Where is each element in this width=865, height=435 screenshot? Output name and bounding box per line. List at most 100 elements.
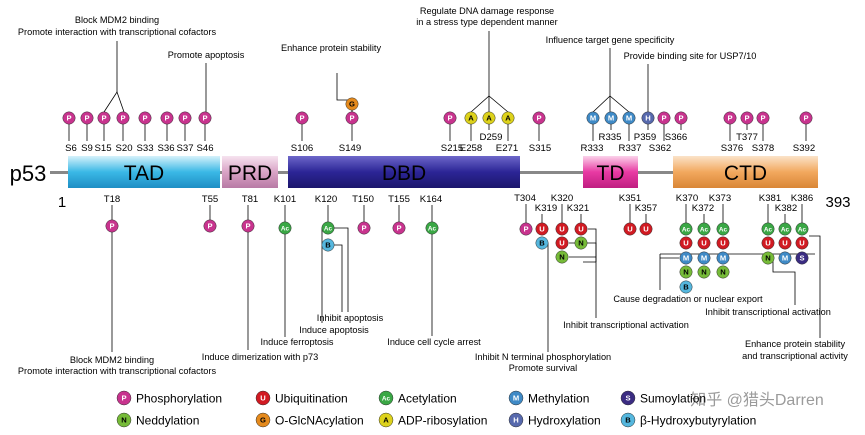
ptm-marker-p: P — [198, 111, 212, 125]
ptm-marker-b: B — [535, 236, 549, 250]
svg-text:Ac: Ac — [700, 227, 709, 234]
ptm-marker-s: S — [795, 251, 809, 265]
site-label-k120: K120 — [315, 194, 337, 205]
svg-text:B: B — [539, 239, 545, 248]
svg-text:U: U — [701, 239, 707, 248]
ptm-marker-u: U — [255, 390, 271, 406]
svg-text:U: U — [559, 239, 565, 248]
svg-text:P: P — [202, 114, 207, 123]
site-label-s15: S15 — [94, 143, 111, 154]
svg-text:P: P — [396, 224, 401, 233]
legend-item-methylation: M Methylation — [508, 390, 589, 406]
svg-text:Ac: Ac — [324, 226, 333, 233]
site-label-s362: S362 — [649, 143, 671, 154]
ptm-marker-p: P — [138, 111, 152, 125]
ptm-marker-a: A — [482, 111, 496, 125]
connector-line — [772, 258, 796, 305]
annotation-dimerization-p73: Induce dimerization with p73 — [202, 352, 318, 362]
svg-text:M: M — [683, 254, 689, 263]
connector-line — [592, 95, 630, 113]
svg-text:P: P — [349, 114, 354, 123]
connector-line — [334, 244, 343, 312]
site-label-k351: K351 — [619, 193, 641, 204]
site-label-r337: R337 — [619, 143, 642, 154]
svg-text:A: A — [383, 416, 389, 425]
ptm-marker-u: U — [535, 222, 549, 236]
svg-text:N: N — [765, 254, 770, 263]
domain-label: TD — [597, 162, 625, 185]
annotation-induce-ferroptosis: Induce ferroptosis — [260, 337, 333, 347]
ptm-marker-m: M — [508, 390, 524, 406]
svg-text:P: P — [66, 114, 71, 123]
svg-text:Ac: Ac — [281, 226, 290, 233]
site-label-p359: P359 — [634, 132, 656, 143]
svg-text:U: U — [627, 225, 633, 234]
svg-text:U: U — [683, 239, 689, 248]
svg-text:P: P — [661, 114, 666, 123]
legend-label: Phosphorylation — [136, 392, 222, 406]
site-label-s366: S366 — [665, 132, 687, 143]
svg-text:M: M — [626, 114, 632, 123]
ptm-marker-s: S — [620, 390, 636, 406]
domain-prd: PRD — [222, 156, 278, 188]
ptm-marker-ac: Ac — [761, 222, 775, 236]
svg-text:N: N — [559, 253, 564, 262]
domain-dbd: DBD — [288, 156, 520, 188]
ptm-marker-u: U — [697, 236, 711, 250]
svg-text:P: P — [101, 114, 106, 123]
domain-tad: TAD — [68, 156, 220, 188]
ptm-marker-p: P — [345, 111, 359, 125]
domain-label: TAD — [124, 162, 164, 185]
ptm-marker-p: P — [657, 111, 671, 125]
connector-line — [583, 261, 597, 318]
ptm-marker-ac: Ac — [697, 222, 711, 236]
legend-label: Methylation — [528, 392, 589, 406]
ptm-marker-a: A — [464, 111, 478, 125]
connector-line — [809, 235, 821, 338]
ptm-marker-p: P — [80, 111, 94, 125]
ptm-marker-p: P — [160, 111, 174, 125]
site-label-t377: T377 — [736, 132, 758, 143]
svg-text:M: M — [782, 254, 788, 263]
annotation-inhibit-apoptosis: Inhibit apoptosis — [317, 313, 384, 323]
svg-text:Ac: Ac — [719, 227, 728, 234]
annotation-transcriptional-activity: and transcriptional activity — [742, 351, 848, 361]
annotation-inhibit-transcription-1: Inhibit transcriptional activation — [563, 320, 689, 330]
ptm-marker-p: P — [723, 111, 737, 125]
site-label-t81: T81 — [242, 194, 259, 205]
ptm-marker-p: P — [62, 111, 76, 125]
svg-text:P: P — [447, 114, 452, 123]
svg-text:N: N — [683, 268, 688, 277]
site-label-s46: S46 — [196, 143, 213, 154]
site-label-s36: S36 — [157, 143, 174, 154]
range-start: 1 — [58, 194, 66, 211]
svg-text:P: P — [182, 114, 187, 123]
annotation-dna-damage: Regulate DNA damage response — [420, 6, 554, 16]
svg-text:P: P — [803, 114, 808, 123]
svg-text:P: P — [678, 114, 683, 123]
svg-text:Ac: Ac — [764, 227, 773, 234]
ptm-marker-p: P — [178, 111, 192, 125]
domain-td: TD — [583, 156, 638, 188]
ptm-marker-u: U — [761, 236, 775, 250]
svg-text:Ac: Ac — [682, 227, 691, 234]
ptm-marker-p: P — [443, 111, 457, 125]
annotation-block-mdm2-top: Block MDM2 binding — [75, 15, 159, 25]
svg-text:U: U — [643, 225, 649, 234]
domain-ctd: CTD — [673, 156, 818, 188]
ptm-marker-p: P — [799, 111, 813, 125]
annotation-promote-apoptosis: Promote apoptosis — [168, 50, 245, 60]
annotation-enhance-stability: Enhance protein stability — [281, 43, 382, 53]
ptm-marker-n: N — [574, 236, 588, 250]
svg-text:M: M — [513, 394, 519, 403]
svg-text:P: P — [142, 114, 147, 123]
ptm-marker-p: P — [674, 111, 688, 125]
svg-text:Ac: Ac — [798, 227, 807, 234]
site-label-k357: K357 — [635, 203, 657, 214]
